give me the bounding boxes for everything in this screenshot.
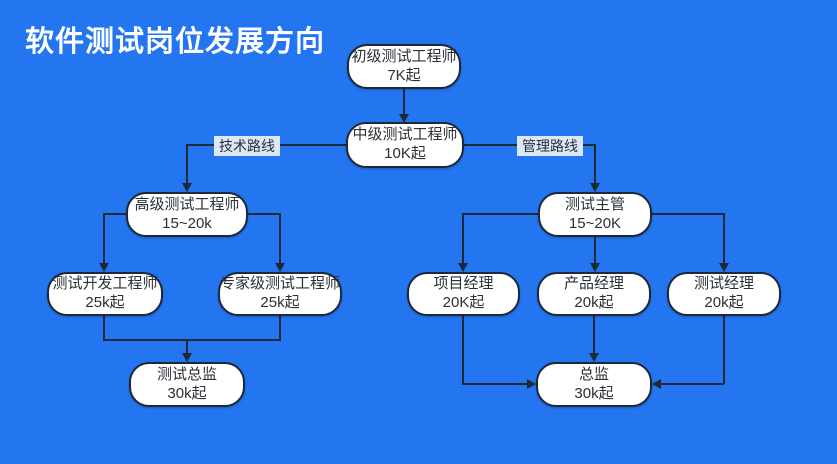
node-test-dev-engineer: 测试开发工程师 25k起 [47,272,163,316]
node-salary: 7K起 [387,66,421,84]
arrowhead-down-icon [589,353,599,362]
edge-projectmgr-to-director-v [462,315,464,384]
node-salary: 10K起 [384,145,426,162]
node-expert-test-engineer: 专家级测试工程师 25k起 [218,272,342,316]
node-senior-test-engineer: 高级测试工程师 15~20k [126,192,248,237]
page-title: 软件测试岗位发展方向 [25,26,326,58]
arrowhead-down-icon [719,263,729,272]
arrowhead-left-icon [652,379,661,389]
edge-testmgr-to-director-h [659,383,724,385]
arrowhead-down-icon [275,263,285,272]
node-director: 总监 30k起 [536,362,652,407]
node-salary: 15~20k [162,214,212,232]
edge-supervisor-to-testmgr-h [651,213,725,215]
node-salary: 20k起 [574,294,614,311]
edge-testmgr-to-director-v [723,315,725,384]
node-test-manager: 测试经理 20k起 [667,272,781,316]
node-test-supervisor: 测试主管 15~20K [538,192,652,237]
edge-supervisor-to-testmgr-v [723,213,725,264]
node-salary: 25k起 [260,294,300,311]
node-salary: 20k起 [704,294,744,311]
arrowhead-down-icon [182,353,192,362]
edge-projectmgr-to-director-h [462,383,528,385]
edge-management-vertical [594,144,596,184]
arrowhead-down-icon [590,263,600,272]
node-project-manager: 项目经理 20K起 [407,272,520,316]
edge-to-test-director [186,339,188,354]
node-name: 项目经理 [433,275,494,293]
edge-junior-to-intermediate [403,89,405,115]
node-name: 测试主管 [564,195,625,213]
node-product-manager: 产品经理 20k起 [537,272,651,316]
edge-senior-to-expert-v [279,213,281,264]
edge-technical-vertical [186,144,188,184]
node-salary: 20K起 [442,294,485,311]
arrowhead-down-icon [590,183,600,192]
node-test-director: 测试总监 30k起 [129,362,245,407]
node-name: 总监 [578,365,609,383]
node-name: 专家级测试工程师 [220,275,341,293]
node-junior-test-engineer: 初级测试工程师 7K起 [347,44,461,89]
edge-expert-down [279,315,281,341]
node-intermediate-test-engineer: 中级测试工程师 10K起 [346,122,464,168]
arrowhead-down-icon [182,183,192,192]
arrowhead-down-icon [99,263,109,272]
edge-testdev-down [103,315,105,341]
branch-label-management: 管理路线 [517,136,583,156]
edge-supervisor-to-projectmgr-h [463,213,539,215]
edge-senior-to-testdev-v [103,213,105,264]
edge-supervisor-to-productmgr [594,236,596,264]
edge-join-left-branch [103,339,281,341]
node-name: 产品经理 [563,275,624,293]
node-salary: 30k起 [574,384,614,402]
edge-productmgr-to-director [593,315,595,354]
node-name: 中级测试工程师 [352,126,458,144]
edge-supervisor-to-projectmgr-v [462,213,464,264]
edge-senior-to-expert-h [247,213,281,215]
node-salary: 30k起 [167,384,207,402]
arrowhead-down-icon [458,263,468,272]
arrowhead-right-icon [527,379,536,389]
node-name: 高级测试工程师 [134,195,240,213]
node-name: 测试总监 [156,365,217,383]
edge-senior-to-testdev-h [104,213,127,215]
arrowhead-down-icon [399,114,409,123]
node-salary: 15~20K [568,214,622,232]
node-name: 测试经理 [693,275,754,293]
node-salary: 25k起 [85,294,125,311]
node-name: 初级测试工程师 [351,47,457,65]
node-name: 测试开发工程师 [52,275,158,293]
branch-label-technical: 技术路线 [214,136,280,156]
